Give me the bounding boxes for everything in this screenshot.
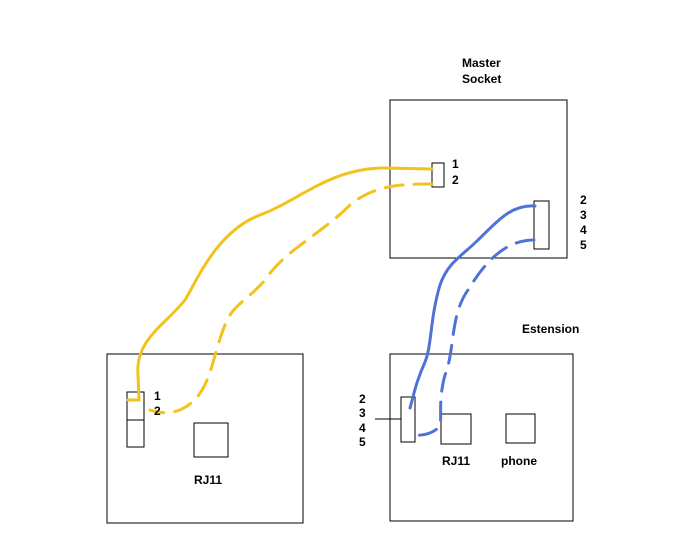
- master-right-pin-label: 4: [580, 223, 587, 237]
- master-right-pin-label: 3: [580, 208, 587, 222]
- extension-rj11-port: [440, 413, 472, 445]
- extension-phone-label: phone: [501, 454, 537, 468]
- left-rj11-label: RJ11: [194, 473, 222, 487]
- left-socket-box: [106, 353, 304, 524]
- left-rj11-port: [193, 422, 229, 458]
- master-pin-label: 1: [452, 157, 459, 171]
- master-title-line2: Socket: [462, 72, 501, 86]
- master-pin-label: 2: [452, 173, 459, 187]
- extension-rj11-label: RJ11: [442, 454, 470, 468]
- blue-wire-dashed: [408, 238, 536, 437]
- extension-phone-port: [505, 413, 536, 444]
- left-connector-lower: [126, 419, 145, 448]
- extension-pin-label: 2: [359, 392, 366, 406]
- extension-box: [389, 353, 574, 522]
- left-pin-label: 2: [154, 404, 161, 418]
- extension-pin-label: 3: [359, 406, 366, 420]
- master-right-pin-label: 2: [580, 193, 587, 207]
- left-connector-upper: [126, 391, 145, 421]
- master-connector-2-5: [533, 200, 550, 250]
- yellow-wire-dashed: [148, 182, 434, 415]
- left-pin-label: 1: [154, 389, 161, 403]
- extension-connector: [400, 396, 416, 443]
- master-right-pin-label: 5: [580, 238, 587, 252]
- master-socket-box: [389, 99, 568, 259]
- master-connector-1-2: [431, 162, 445, 188]
- yellow-wire-solid: [126, 166, 434, 402]
- master-title-line1: Master: [462, 56, 501, 70]
- extension-title: Estension: [522, 322, 579, 336]
- extension-pin-label: 5: [359, 435, 366, 449]
- extension-pin-label: 4: [359, 421, 366, 435]
- blue-wire-solid: [408, 204, 537, 410]
